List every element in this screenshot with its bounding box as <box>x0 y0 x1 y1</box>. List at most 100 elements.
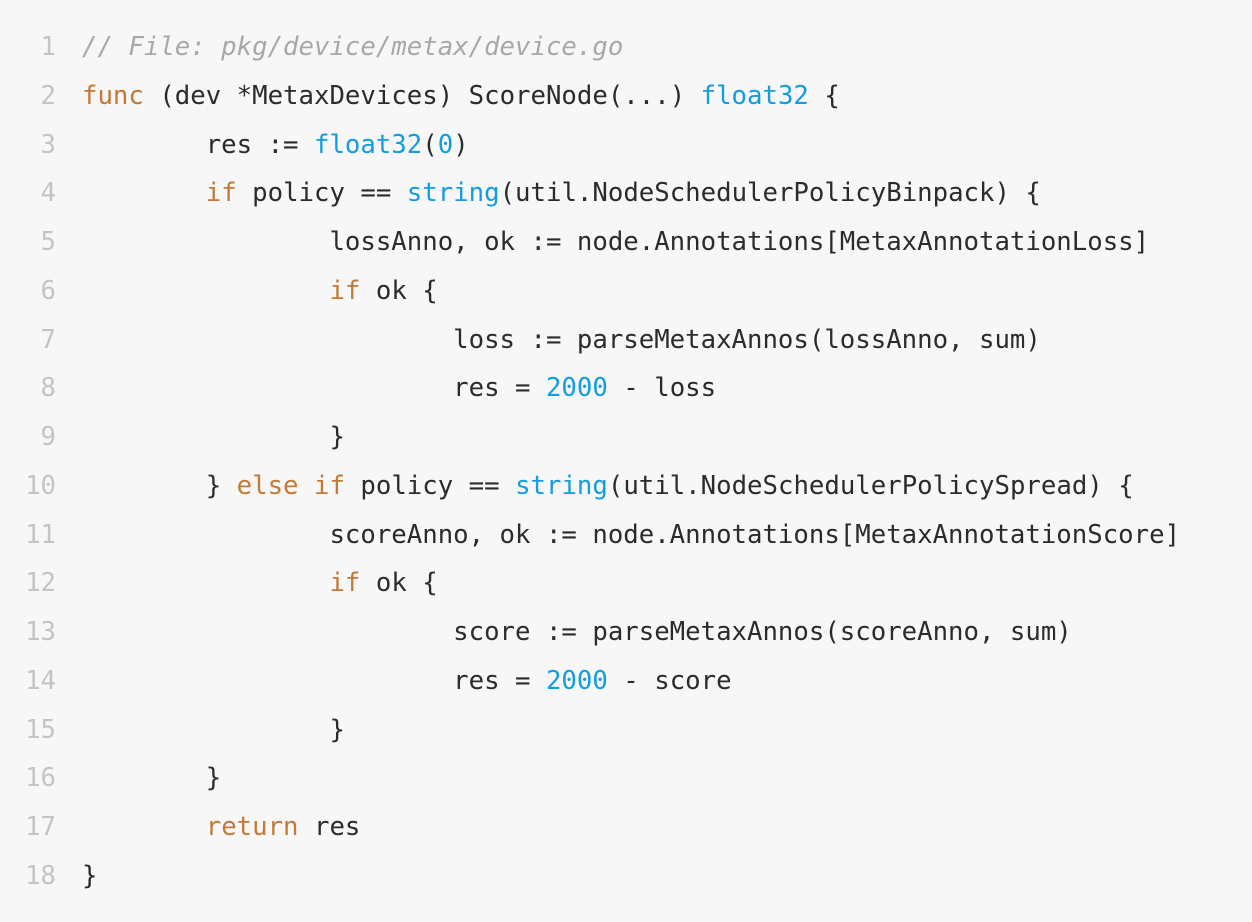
builtin-token: float32 <box>313 129 423 160</box>
comment-token: // File: pkg/device/metax/device.go <box>82 32 624 62</box>
keyword-token: return <box>205 812 299 842</box>
line-source: res = 2000 - loss <box>82 364 716 413</box>
keyword-token: func <box>82 80 144 111</box>
code-line: 12 if ok { <box>0 559 1252 608</box>
code-line: 1 // File: pkg/device/metax/device.go <box>0 23 1252 72</box>
keyword-token: else <box>236 470 299 501</box>
code-line: 9 } <box>0 413 1252 462</box>
line-source: if ok { <box>82 267 438 316</box>
line-number: 1 <box>40 32 56 62</box>
code-token: res = <box>82 373 546 404</box>
code-line: 2 func (dev *MetaxDevices) ScoreNode(...)… <box>0 72 1252 121</box>
code-token <box>299 471 314 501</box>
builtin-token: string <box>515 470 608 501</box>
code-line: 6 if ok { <box>0 267 1252 316</box>
keyword-token: if <box>314 470 345 501</box>
line-number: 10 <box>25 470 56 501</box>
line-number: 11 <box>25 519 56 550</box>
line-number: 13 <box>25 617 56 647</box>
code-line: 18} <box>0 852 1252 901</box>
line-number: 9 <box>40 422 56 452</box>
code-token: policy == <box>344 470 516 501</box>
code-token <box>82 276 329 306</box>
builtin-token: string <box>406 178 500 209</box>
code-token: policy == <box>236 178 407 209</box>
code-token: ok { <box>360 568 438 599</box>
line-number: 2 <box>40 80 56 111</box>
line-source: } <box>82 754 221 803</box>
line-number: 8 <box>40 373 56 404</box>
code-token <box>82 178 206 208</box>
code-token: } <box>82 763 222 794</box>
code-token: ) <box>453 129 469 160</box>
builtin-token: 0 <box>437 129 454 160</box>
code-token: { <box>808 80 840 111</box>
code-token <box>82 568 329 598</box>
line-source: if policy == string(util.NodeSchedulerPo… <box>82 169 1041 218</box>
code-token: res <box>298 812 361 842</box>
line-number: 17 <box>25 812 56 842</box>
code-line: 7 loss := parseMetaxAnnos(lossAnno, sum) <box>0 316 1252 365</box>
code-token: (dev *MetaxDevices) ScoreNode(...) <box>143 80 701 111</box>
line-source: res = 2000 - score <box>82 657 732 706</box>
line-source: scoreAnno, ok := node.Annotations[MetaxA… <box>82 511 1180 560</box>
code-line: 13 score := parseMetaxAnnos(scoreAnno, s… <box>0 608 1252 657</box>
code-token: (util.NodeSchedulerPolicyBinpack) { <box>499 178 1041 209</box>
line-source: } <box>82 706 345 755</box>
code-token: - loss <box>607 373 717 404</box>
line-source: } else if policy == string(util.NodeSche… <box>82 462 1134 511</box>
line-source: score := parseMetaxAnnos(scoreAnno, sum) <box>82 608 1072 657</box>
code-token: } <box>82 422 345 452</box>
code-token: } <box>82 470 237 501</box>
code-line: 11 scoreAnno, ok := node.Annotations[Met… <box>0 511 1252 560</box>
line-number: 4 <box>40 178 56 209</box>
line-number: 12 <box>25 568 56 599</box>
keyword-token: if <box>329 275 361 306</box>
code-token: } <box>82 860 98 891</box>
code-token: ok { <box>360 275 438 306</box>
code-line: 10 } else if policy == string(util.NodeS… <box>0 462 1252 511</box>
code-line: 14 res = 2000 - score <box>0 657 1252 706</box>
keyword-token: if <box>205 178 237 209</box>
code-token: res = <box>82 665 546 696</box>
code-token: scoreAnno, ok := node.Annotations[MetaxA… <box>82 519 1181 550</box>
line-source: } <box>82 852 97 901</box>
code-token: } <box>82 714 345 745</box>
code-token: ( <box>422 129 438 160</box>
line-source: func (dev *MetaxDevices) ScoreNode(...) … <box>82 72 840 121</box>
code-line: 4 if policy == string(util.NodeScheduler… <box>0 169 1252 218</box>
line-source: lossAnno, ok := node.Annotations[MetaxAn… <box>82 218 1149 267</box>
keyword-token: if <box>329 568 361 599</box>
builtin-token: 2000 <box>545 373 608 404</box>
code-line: 15 } <box>0 706 1252 755</box>
line-number: 18 <box>25 860 56 891</box>
line-source: return res <box>82 803 361 852</box>
code-line: 8 res = 2000 - loss <box>0 364 1252 413</box>
line-number: 14 <box>25 665 56 696</box>
line-source: res := float32(0) <box>82 121 469 170</box>
code-token: (util.NodeSchedulerPolicySpread) { <box>607 470 1134 501</box>
code-block: 1 // File: pkg/device/metax/device.go 2 fun… <box>0 23 1252 901</box>
line-source: if ok { <box>82 559 438 608</box>
code-line: 5 lossAnno, ok := node.Annotations[Metax… <box>0 218 1252 267</box>
code-line: 3 res := float32(0) <box>0 121 1252 170</box>
code-token: score := parseMetaxAnnos(scoreAnno, sum) <box>82 617 1072 647</box>
line-source: } <box>82 413 345 462</box>
line-number: 5 <box>40 227 56 257</box>
line-number: 7 <box>40 324 56 355</box>
builtin-token: float32 <box>700 80 809 111</box>
code-token: - score <box>607 665 732 696</box>
code-token <box>82 812 206 842</box>
line-number: 6 <box>40 275 56 306</box>
code-token: lossAnno, ok := node.Annotations[MetaxAn… <box>82 227 1150 257</box>
line-number: 3 <box>40 129 56 160</box>
line-source: loss := parseMetaxAnnos(lossAnno, sum) <box>82 316 1041 365</box>
code-token: loss := parseMetaxAnnos(lossAnno, sum) <box>82 324 1041 355</box>
line-number: 15 <box>25 714 56 745</box>
code-line: 16 } <box>0 754 1252 803</box>
code-token: res := <box>82 129 314 160</box>
line-source: // File: pkg/device/metax/device.go <box>82 23 623 72</box>
builtin-token: 2000 <box>545 665 608 696</box>
code-line: 17 return res <box>0 803 1252 852</box>
line-number: 16 <box>25 763 56 794</box>
